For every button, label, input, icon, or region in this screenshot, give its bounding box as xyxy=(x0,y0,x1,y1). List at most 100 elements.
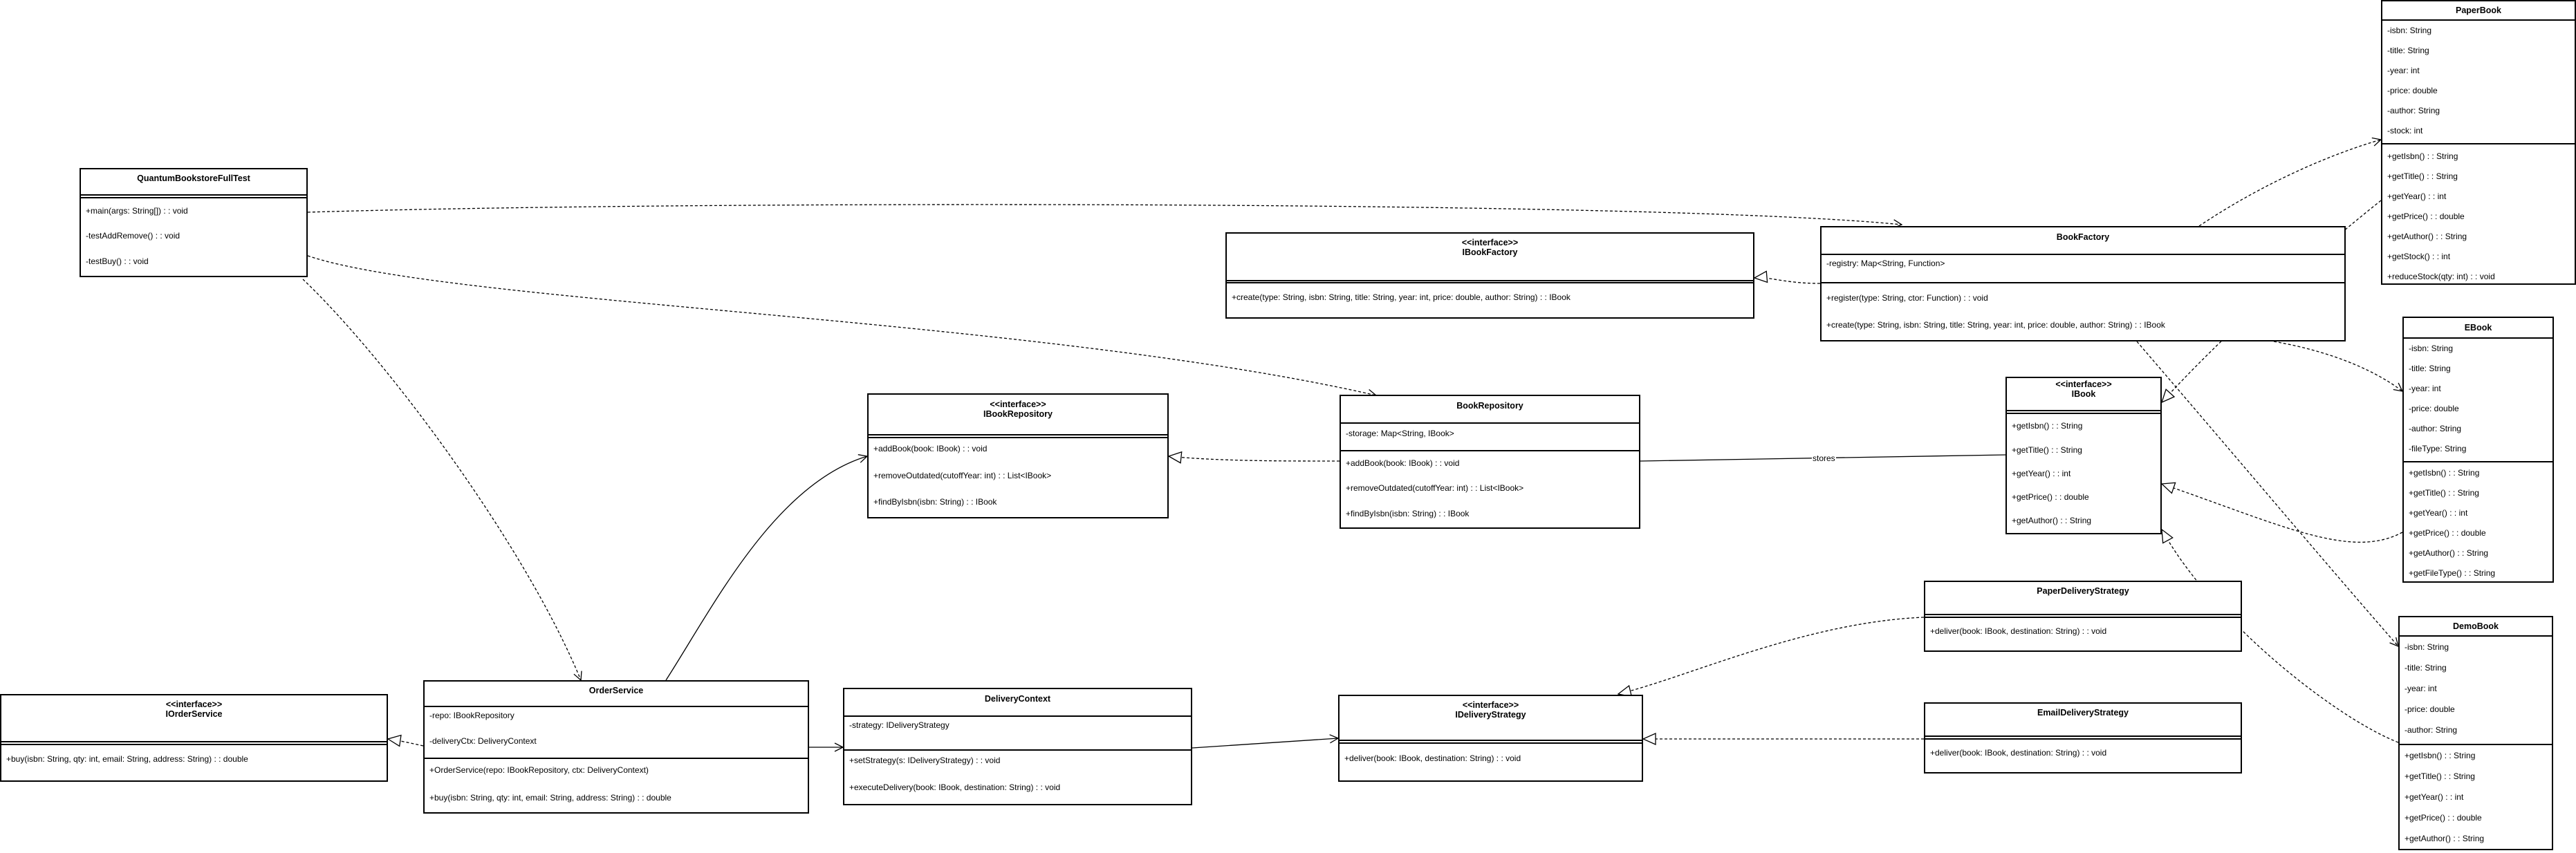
attribute: -price: double xyxy=(2387,86,2438,95)
class-title: IBookFactory xyxy=(1462,247,1518,257)
attribute: -title: String xyxy=(2409,364,2451,373)
stereotype: <<interface>> xyxy=(2055,379,2112,389)
compartment-divider xyxy=(81,197,306,198)
method: +getFileType() : : String xyxy=(2409,568,2496,578)
relation-orderservice-iorderservice xyxy=(388,739,424,746)
interface-ibook[interactable]: <<interface>> IBook +getIsbn() : : Strin… xyxy=(2005,377,2162,534)
class-deliverycontext[interactable]: DeliveryContext -strategy: IDeliveryStra… xyxy=(843,688,1192,805)
attribute: -isbn: String xyxy=(2409,344,2454,353)
class-demobook[interactable]: DemoBook -isbn: String -title: String -y… xyxy=(2398,616,2553,850)
compartment-divider xyxy=(1,744,387,745)
stereotype: <<interface>> xyxy=(990,400,1046,409)
compartment-divider xyxy=(1340,742,1642,744)
compartment-divider xyxy=(844,749,1191,751)
attribute: -year: int xyxy=(2404,684,2437,693)
relation-label-stores: stores xyxy=(1812,453,1836,463)
method: +getTitle() : : String xyxy=(2012,445,2082,455)
method: +OrderService(repo: IBookRepository, ctx… xyxy=(429,765,649,775)
method: +findByIsbn(isbn: String) : : IBook xyxy=(873,497,997,507)
stereotype: <<interface>> xyxy=(1461,238,1519,247)
attribute: -author: String xyxy=(2409,424,2462,433)
compartment-divider xyxy=(2404,461,2552,462)
class-title: EBook xyxy=(2464,323,2492,332)
method: +main(args: String[]) : : void xyxy=(86,206,188,216)
compartment-divider xyxy=(1341,450,1639,451)
attribute: -title: String xyxy=(2387,46,2429,55)
attribute: -year: int xyxy=(2387,66,2420,75)
method: -testAddRemove() : : void xyxy=(86,231,180,241)
relation-bookfactory-ebook xyxy=(2273,341,2402,391)
class-title: PaperDeliveryStrategy xyxy=(2037,586,2129,596)
method: +getAuthor() : : String xyxy=(2409,548,2489,558)
class-ebook[interactable]: EBook -isbn: String -title: String -year… xyxy=(2402,317,2554,583)
method: +register(type: String, ctor: Function) … xyxy=(1826,293,1988,303)
class-paperdeliverystrategy[interactable]: PaperDeliveryStrategy +deliver(book: IBo… xyxy=(1924,581,2242,652)
compartment-divider xyxy=(2382,143,2575,144)
interface-ideliverystrategy[interactable]: <<interface>> IDeliveryStrategy +deliver… xyxy=(1338,695,1643,782)
method: +getYear() : : int xyxy=(2409,508,2468,518)
relation-demobook-ibook xyxy=(2162,529,2399,743)
method: +getYear() : : int xyxy=(2387,191,2447,201)
method: +getAuthor() : : String xyxy=(2012,516,2092,525)
relation-quantum-orderservice xyxy=(302,279,581,680)
attribute: -price: double xyxy=(2409,404,2459,413)
class-title: IOrderService xyxy=(165,709,223,719)
method: +setStrategy(s: IDeliveryStrategy) : : v… xyxy=(849,756,1001,765)
attribute: -year: int xyxy=(2409,384,2441,393)
attribute: -author: String xyxy=(2404,725,2458,735)
method: +executeDelivery(book: IBook, destinatio… xyxy=(849,782,1061,792)
attribute: -author: String xyxy=(2387,106,2440,115)
method: +getPrice() : : double xyxy=(2012,492,2089,502)
compartment-divider xyxy=(1925,738,2241,740)
attribute: -title: String xyxy=(2404,663,2447,673)
relation-bookfactory-paperbook xyxy=(2198,140,2381,227)
method: -testBuy() : : void xyxy=(86,256,149,266)
attribute: -isbn: String xyxy=(2404,642,2449,652)
stereotype: <<interface>> xyxy=(1462,700,1519,710)
class-title: EmailDeliveryStrategy xyxy=(2037,708,2129,718)
attribute: -registry: Map<String, Function> xyxy=(1826,259,1945,268)
class-title: BookRepository xyxy=(1456,401,1523,411)
method: +getTitle() : : String xyxy=(2409,488,2479,498)
compartment-divider xyxy=(2007,413,2160,414)
relation-quantum-bookrepo xyxy=(307,255,1376,395)
method: +getAuthor() : : String xyxy=(2387,232,2467,241)
compartment-divider xyxy=(425,758,808,759)
compartment-divider xyxy=(1822,282,2344,283)
relation-paperdelivery-ideliverystrategy xyxy=(1618,617,1925,694)
class-title: DeliveryContext xyxy=(984,694,1051,704)
method: +create(type: String, isbn: String, titl… xyxy=(1826,320,2165,330)
method: +removeOutdated(cutoffYear: int) : : Lis… xyxy=(873,471,1052,480)
method: +getPrice() : : double xyxy=(2387,212,2465,221)
class-orderservice[interactable]: OrderService -repo: IBookRepository -del… xyxy=(423,680,809,814)
interface-ibookfactory[interactable]: <<interface>> IBookFactory +create(type:… xyxy=(1225,232,1754,319)
class-bookrepository[interactable]: BookRepository -storage: Map<String, IBo… xyxy=(1340,395,1640,529)
method: +getTitle() : : String xyxy=(2404,771,2475,781)
method: +addBook(book: IBook) : : void xyxy=(873,444,988,453)
interface-iorderservice[interactable]: <<interface>> IOrderService +buy(isbn: S… xyxy=(0,694,388,782)
method: +buy(isbn: String, qty: int, email: Stri… xyxy=(429,793,671,803)
relation-bookfactory-ibookfactory xyxy=(1754,278,1821,284)
method: +getYear() : : int xyxy=(2404,792,2464,802)
method: +addBook(book: IBook) : : void xyxy=(1346,458,1460,468)
attribute: -strategy: IDeliveryStrategy xyxy=(849,720,949,730)
compartment-divider xyxy=(869,437,1167,438)
class-paperbook[interactable]: PaperBook -isbn: String -title: String -… xyxy=(2381,0,2576,285)
class-bookfactory[interactable]: BookFactory -registry: Map<String, Funct… xyxy=(1820,226,2346,341)
attribute: -isbn: String xyxy=(2387,26,2432,35)
method: +removeOutdated(cutoffYear: int) : : Lis… xyxy=(1346,483,1524,493)
attribute: -price: double xyxy=(2404,704,2455,714)
interface-ibookrepository[interactable]: <<interface>> IBookRepository +addBook(b… xyxy=(867,393,1169,518)
class-emaildeliverystrategy[interactable]: EmailDeliveryStrategy +deliver(book: IBo… xyxy=(1924,702,2242,774)
method: +getIsbn() : : String xyxy=(2387,151,2458,161)
method: +getAuthor() : : String xyxy=(2404,834,2485,843)
method: +deliver(book: IBook, destination: Strin… xyxy=(1930,748,2107,758)
compartment-divider xyxy=(1925,617,2241,618)
class-quantumbookstorefulltest[interactable]: QuantumBookstoreFullTest +main(args: Str… xyxy=(80,168,308,277)
method: +getTitle() : : String xyxy=(2387,171,2458,181)
relation-bookfactory-demobook xyxy=(2136,341,2398,646)
method: +getIsbn() : : String xyxy=(2409,468,2480,478)
method: +getIsbn() : : String xyxy=(2404,751,2476,760)
method: +findByIsbn(isbn: String) : : IBook xyxy=(1346,509,1470,518)
relation-deliverycontext-ideliverystrategy xyxy=(1192,738,1338,749)
